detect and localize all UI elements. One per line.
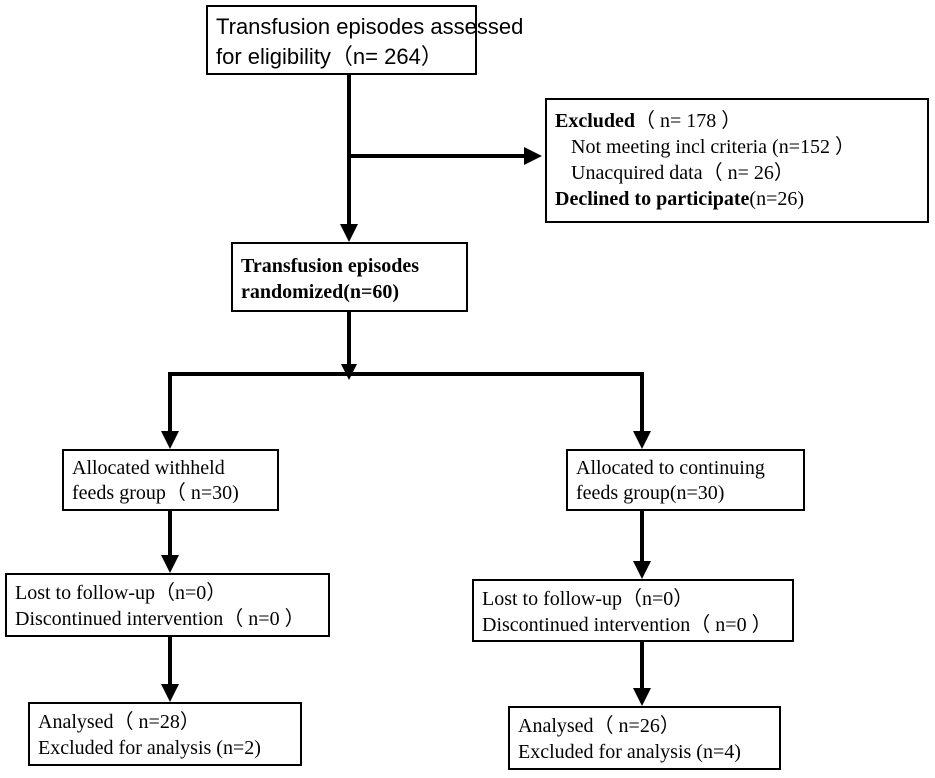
allocated-withheld-line2: feeds group（ n=30) (72, 482, 239, 504)
analysed-left-box: Analysed（ n=28） Excluded for analysis (n… (28, 702, 302, 766)
analysed-right-count: Analysed（ n=26） (518, 715, 680, 737)
right-followup-to-analysed-arrowhead (633, 688, 651, 706)
declined-label: Declined to participate (555, 188, 750, 210)
assessed-line2: for eligibility（n= 264） (216, 44, 443, 69)
followup-left-box: Lost to follow-up（n=0） Discontinued inte… (5, 573, 330, 637)
followup-right-discontinued: Discontinued intervention（ n=0 ） (482, 614, 772, 636)
trunk-arrowhead-top (340, 224, 358, 242)
excluded-box: Excluded（ n= 178 ） Not meeting incl crit… (545, 98, 929, 223)
allocated-withheld-box: Allocated withheld feeds group（ n=30) (62, 449, 279, 511)
excluded-item-unacquired: Unacquired data（ n= 26） (571, 162, 794, 184)
excluded-declined-line: Declined to participate(n=26) (555, 186, 919, 212)
randomized-box: Transfusion episodes randomized(n=60) (231, 242, 468, 312)
right-alloc-to-followup-arrowhead (633, 561, 651, 579)
left-followup-to-analysed-arrowhead (161, 684, 179, 702)
left-branch-arrowhead (161, 431, 179, 449)
analysed-right-excluded: Excluded for analysis (n=4) (518, 741, 741, 763)
left-alloc-to-followup-arrowhead (161, 555, 179, 573)
allocated-continuing-line1: Allocated to continuing (576, 457, 765, 479)
assessed-line1: Transfusion episodes assessed (216, 14, 524, 39)
excluded-item-criteria: Not meeting incl criteria (n=152 ） (571, 136, 855, 158)
right-branch-arrowhead (633, 431, 651, 449)
declined-count: (n=26) (749, 188, 805, 210)
excluded-branch-arrowhead (524, 147, 542, 165)
excluded-heading-count: （ n= 178 ） (635, 110, 742, 132)
analysed-left-count: Analysed（ n=28） (38, 711, 200, 733)
followup-right-box: Lost to follow-up（n=0） Discontinued inte… (472, 579, 794, 642)
allocated-withheld-line1: Allocated withheld (72, 457, 225, 479)
excluded-heading: Excluded (555, 110, 636, 132)
analysed-right-box: Analysed（ n=26） Excluded for analysis (n… (508, 706, 781, 770)
randomized-line2: randomized(n=60) (241, 281, 400, 303)
assessed-box: Transfusion episodes assessed for eligib… (206, 5, 524, 75)
randomized-line1: Transfusion episodes (241, 255, 420, 277)
followup-left-lost: Lost to follow-up（n=0） (15, 582, 227, 604)
allocated-continuing-line2: feeds group(n=30) (576, 482, 725, 504)
followup-left-discontinued: Discontinued intervention（ n=0 ） (15, 608, 305, 630)
excluded-heading-line: Excluded（ n= 178 ） (555, 108, 919, 134)
allocated-continuing-box: Allocated to continuing feeds group(n=30… (566, 449, 805, 511)
analysed-left-excluded: Excluded for analysis (n=2) (38, 737, 261, 759)
followup-right-lost: Lost to follow-up（n=0） (482, 588, 694, 610)
